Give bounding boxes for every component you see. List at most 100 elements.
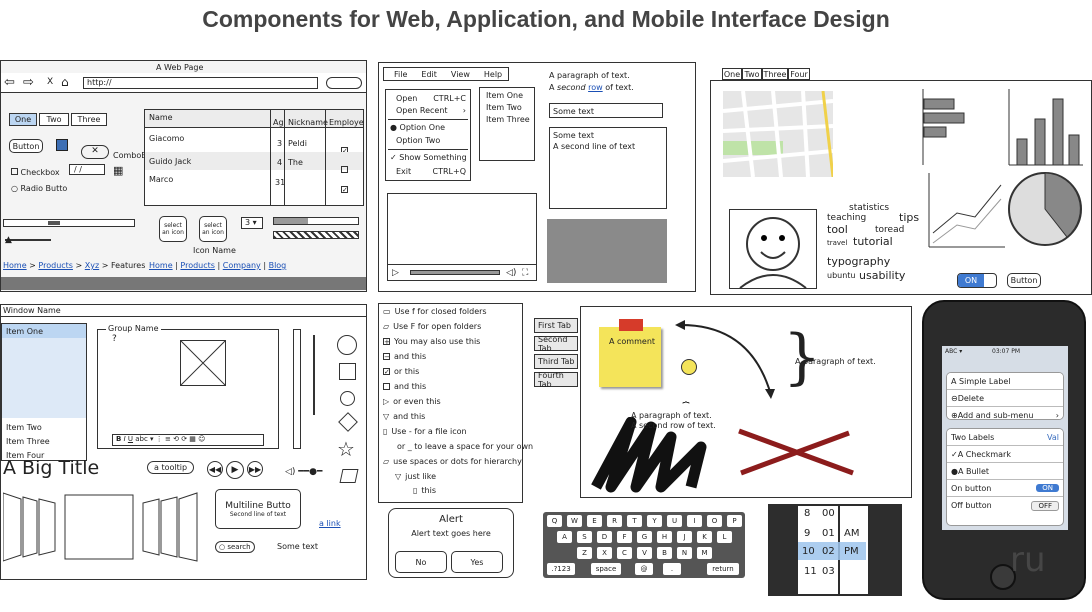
volume-icon[interactable]: ◁) (506, 268, 517, 278)
key[interactable]: G (637, 531, 652, 543)
table-row[interactable]: Giacomo (149, 134, 185, 143)
play-icon[interactable]: ▷ (392, 268, 399, 278)
picker-ampm[interactable]: PM (844, 546, 859, 557)
menu-item[interactable]: ✓ Show Something (390, 153, 467, 162)
key[interactable]: .?123 (547, 563, 575, 575)
tab-three[interactable]: Three (71, 113, 107, 126)
ios-row-bullet[interactable]: ● A Bullet (947, 463, 1063, 480)
vtab-first[interactable]: First Tab (534, 318, 578, 333)
search-field[interactable]: ○ search (215, 541, 255, 553)
tree-item[interactable]: ▱Use F for open folders (383, 322, 482, 331)
key[interactable]: N (677, 547, 692, 559)
menu-item[interactable]: ● Option One (390, 123, 446, 132)
picker-hour[interactable]: 8 (804, 508, 811, 519)
key[interactable]: C (617, 547, 632, 559)
key[interactable]: T (627, 515, 642, 527)
breadcrumb-xyz[interactable]: Xyz (84, 261, 100, 270)
tab-two[interactable]: Two (742, 68, 762, 80)
table-header-employee[interactable]: Employe (329, 118, 364, 127)
tag[interactable]: travel (827, 239, 848, 247)
close-icon[interactable]: X (47, 77, 54, 87)
list-item-selected[interactable]: Item One (2, 324, 86, 338)
tag[interactable]: ubuntu (827, 271, 856, 280)
numeric-stepper[interactable]: 3 ▾ (241, 217, 263, 229)
tree-item[interactable]: and this (383, 382, 426, 391)
list-item[interactable]: Item Three (486, 115, 530, 124)
link-blog[interactable]: Blog (268, 261, 287, 270)
alert-yes-button[interactable]: Yes (451, 551, 503, 573)
picker-hour[interactable]: 11 (804, 566, 817, 577)
multiline-button[interactable]: Multiline Butto Second line of text (215, 489, 301, 529)
help-icon[interactable]: ? (112, 334, 117, 344)
menu-view[interactable]: View (450, 69, 470, 79)
vtab-second[interactable]: Second Tab (534, 335, 578, 353)
ios-row-off[interactable]: Off button OFF (947, 497, 1063, 514)
key[interactable]: Q (547, 515, 562, 527)
link-products[interactable]: Products (180, 261, 215, 270)
rewind-icon[interactable]: ◀◀ (207, 461, 223, 477)
key[interactable]: @ (635, 563, 653, 575)
radio-button[interactable]: ○ Radio Butto (11, 184, 68, 193)
key[interactable]: A (557, 531, 572, 543)
alert-no-button[interactable]: No (395, 551, 447, 573)
vtab-fourth[interactable]: Fourth Tab (534, 371, 578, 389)
tag[interactable]: teaching (827, 213, 867, 223)
link[interactable]: a link (319, 519, 341, 528)
tag[interactable]: toread (875, 225, 905, 235)
picker-minute[interactable]: 03 (822, 566, 835, 577)
vtab-third[interactable]: Third Tab (534, 354, 578, 369)
slider-thumb[interactable]: ▲ (5, 235, 12, 245)
tree-item[interactable]: or _ to leave a space for your own (397, 442, 534, 451)
button[interactable]: Button (9, 139, 43, 153)
key[interactable]: . (663, 563, 681, 575)
slider-track[interactable] (5, 239, 51, 241)
picker-hour[interactable]: 9 (804, 528, 811, 539)
tag[interactable]: typography (827, 255, 891, 268)
key[interactable]: space (591, 563, 621, 575)
tree-item[interactable]: ▯Use - for a file icon (383, 427, 467, 436)
key[interactable]: M (697, 547, 712, 559)
rich-text-toolbar[interactable]: B I U abc ▾ ⋮ ≡ ⟲ ⟳ ▦ ☺ (112, 434, 264, 446)
play-icon[interactable]: ▶ (226, 461, 244, 479)
menu-edit[interactable]: Edit (421, 69, 437, 79)
video-progress[interactable] (410, 270, 500, 275)
key[interactable]: E (587, 515, 602, 527)
table-checkbox[interactable] (341, 158, 348, 177)
key[interactable]: K (697, 531, 712, 543)
ios-toggle-on[interactable]: ON (1036, 484, 1059, 492)
tree-item[interactable]: ▽and this (383, 412, 426, 421)
text-area[interactable]: Some text A second line of text (549, 127, 667, 209)
key[interactable]: F (617, 531, 632, 543)
table-row[interactable]: Guido Jack (149, 157, 192, 166)
ios-toggle-off[interactable]: OFF (1031, 500, 1059, 511)
tab-one[interactable]: One (722, 68, 742, 80)
key[interactable]: R (607, 515, 622, 527)
toggle-on[interactable]: ON (957, 273, 997, 288)
select-icon-button[interactable]: select an icon (159, 216, 187, 242)
menu-item[interactable]: Option Two (396, 136, 441, 145)
vertical-scrollbar[interactable] (293, 329, 301, 449)
key[interactable]: Y (647, 515, 662, 527)
tree-item[interactable]: ▯this (413, 486, 437, 495)
tree-item[interactable]: ▱use spaces or dots for hierarchy (383, 457, 522, 466)
key[interactable]: J (677, 531, 692, 543)
tag[interactable]: tool (827, 223, 848, 236)
home-icon[interactable]: ⌂ (61, 75, 69, 89)
picker-hour[interactable]: 10 (802, 546, 815, 557)
key[interactable]: X (597, 547, 612, 559)
key[interactable]: H (657, 531, 672, 543)
tree-item[interactable]: ▽just like (395, 472, 437, 481)
link-company[interactable]: Company (222, 261, 261, 270)
key[interactable]: W (567, 515, 582, 527)
tag[interactable]: statistics (849, 203, 890, 213)
key[interactable]: O (707, 515, 722, 527)
ios-row-checkmark[interactable]: ✓ A Checkmark (947, 446, 1063, 463)
fullscreen-icon[interactable]: ⛶ (522, 268, 529, 278)
tag[interactable]: tutorial (853, 235, 893, 248)
horizontal-scrollbar[interactable] (3, 219, 135, 227)
tab-two[interactable]: Two (39, 113, 69, 126)
table-header-age[interactable]: Ag (273, 118, 284, 127)
